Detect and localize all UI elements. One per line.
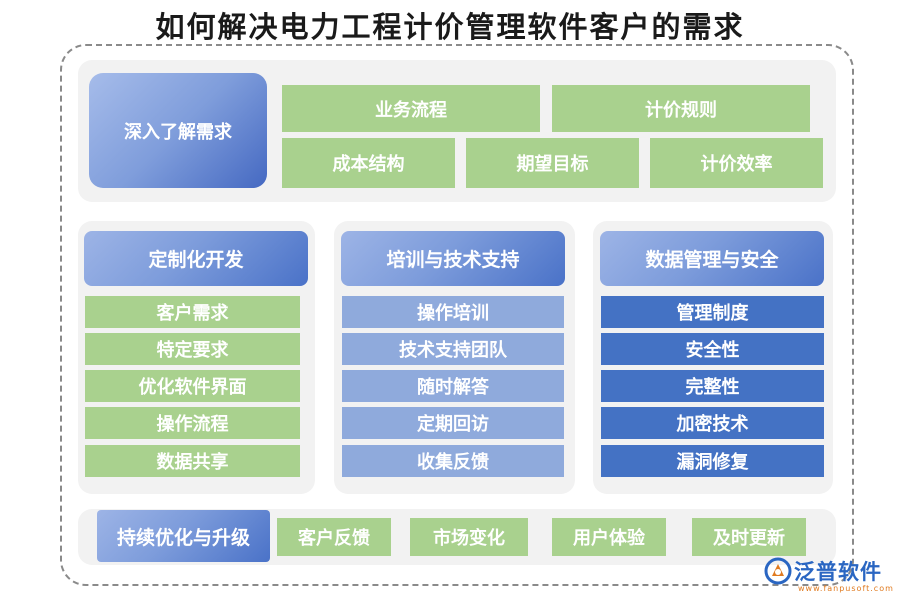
top-item-cost-structure: 成本结构 xyxy=(282,138,455,188)
fanpu-logo-icon xyxy=(764,557,792,585)
training-item: 收集反馈 xyxy=(342,445,564,477)
page-title: 如何解决电力工程计价管理软件客户的需求 xyxy=(155,10,745,44)
customization-item: 操作流程 xyxy=(85,407,300,439)
customization-item: 数据共享 xyxy=(85,445,300,477)
data-security-item: 漏洞修复 xyxy=(601,445,824,477)
data-security-header: 数据管理与安全 xyxy=(600,231,824,286)
customization-item: 客户需求 xyxy=(85,296,300,328)
data-security-item: 加密技术 xyxy=(601,407,824,439)
training-item: 技术支持团队 xyxy=(342,333,564,365)
bottom-item: 客户反馈 xyxy=(277,518,391,556)
continuous-optimization-header: 持续优化与升级 xyxy=(97,510,270,562)
logo-name: 泛普软件 xyxy=(794,560,882,584)
customization-item: 特定要求 xyxy=(85,333,300,365)
understand-needs-header: 深入了解需求 xyxy=(89,73,267,188)
customization-item: 优化软件界面 xyxy=(85,370,300,402)
brand-logo: 泛普软件 xyxy=(764,556,882,586)
bottom-item: 及时更新 xyxy=(692,518,806,556)
outer-dashed-frame xyxy=(60,44,854,586)
training-item: 随时解答 xyxy=(342,370,564,402)
data-security-item: 完整性 xyxy=(601,370,824,402)
data-security-item: 安全性 xyxy=(601,333,824,365)
data-security-item: 管理制度 xyxy=(601,296,824,328)
top-item-pricing-efficiency: 计价效率 xyxy=(650,138,823,188)
customization-header: 定制化开发 xyxy=(84,231,308,286)
bottom-item: 用户体验 xyxy=(552,518,666,556)
logo-url: www.fanpusoft.com xyxy=(798,584,894,593)
top-item-expected-goals: 期望目标 xyxy=(466,138,639,188)
training-header: 培训与技术支持 xyxy=(341,231,565,286)
training-item: 定期回访 xyxy=(342,407,564,439)
top-item-pricing-rules: 计价规则 xyxy=(552,85,810,132)
top-item-business-process: 业务流程 xyxy=(282,85,540,132)
bottom-item: 市场变化 xyxy=(410,518,528,556)
training-item: 操作培训 xyxy=(342,296,564,328)
